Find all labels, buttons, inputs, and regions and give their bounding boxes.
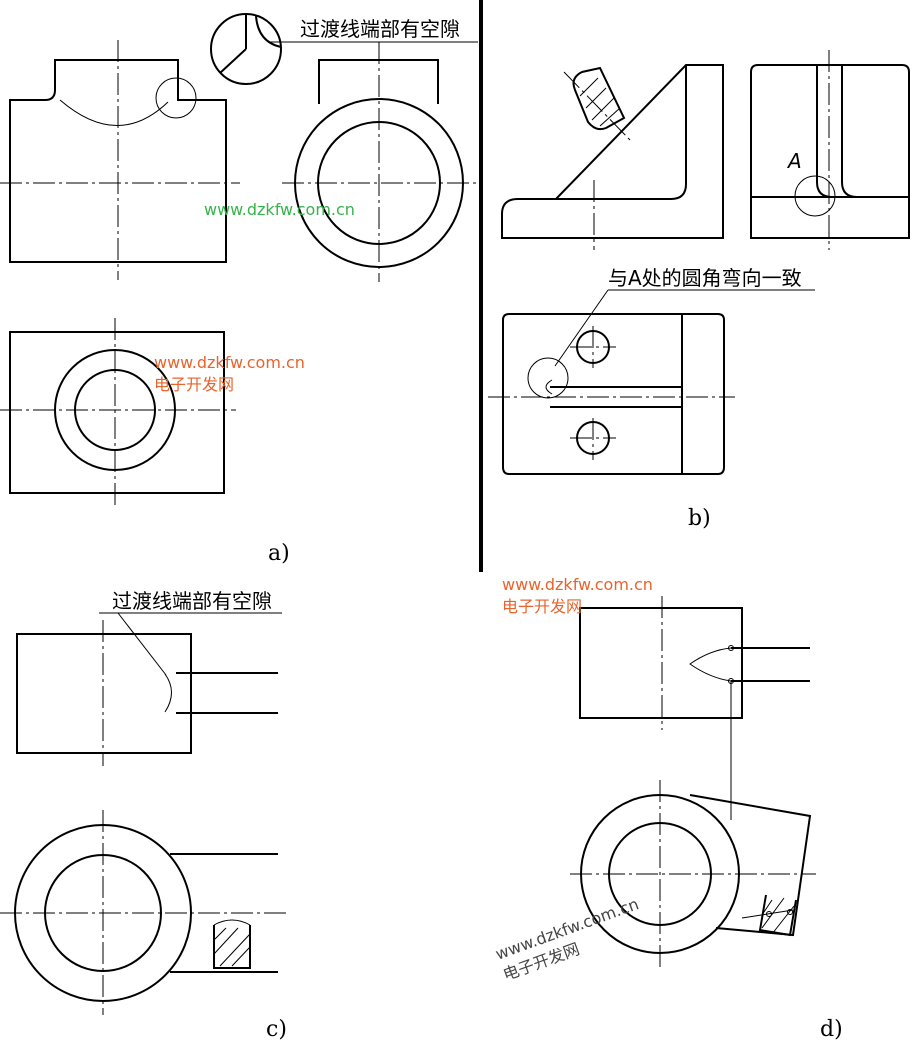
panel-d-front-view bbox=[579, 596, 810, 820]
panel-a-detail-view: 过渡线端部有空隙 bbox=[210, 13, 478, 85]
point-a-label: A bbox=[786, 149, 802, 173]
caption-c: c) bbox=[266, 1017, 287, 1042]
gap-note-c: 过渡线端部有空隙 bbox=[112, 589, 272, 613]
gap-note-a: 过渡线端部有空隙 bbox=[300, 17, 460, 41]
panel-b: A 与A处的圆角弯向一致 b) bbox=[488, 50, 910, 531]
caption-a: a) bbox=[268, 541, 290, 566]
panel-a-top-view bbox=[0, 318, 236, 507]
watermark-name-d: 电子开发网 bbox=[502, 597, 582, 616]
panel-a: 过渡线端部有空隙 a) bbox=[0, 13, 478, 566]
hatched-section bbox=[213, 919, 251, 969]
panel-a-side-view bbox=[282, 42, 476, 282]
panel-c: 过渡线端部有空隙 c) bbox=[0, 589, 290, 1042]
panel-b-top-view bbox=[488, 313, 735, 475]
watermark-url-a: www.dzkfw.com.cn bbox=[154, 353, 305, 372]
panel-d: d) bbox=[570, 596, 843, 1042]
watermark-name-a: 电子开发网 bbox=[154, 375, 234, 394]
detail-circle bbox=[155, 77, 197, 119]
caption-b: b) bbox=[688, 506, 711, 531]
fillet-circle bbox=[527, 357, 569, 399]
hatched-section bbox=[758, 894, 797, 937]
panel-b-side-view: A bbox=[750, 50, 910, 250]
panel-c-top-view bbox=[0, 810, 290, 1015]
watermark-url-green: www.dzkfw.com.cn bbox=[204, 200, 355, 219]
watermark-url-d: www.dzkfw.com.cn bbox=[502, 575, 653, 594]
panel-a-front-view bbox=[0, 40, 240, 280]
point-a-circle bbox=[794, 175, 836, 217]
fillet-note-b: 与A处的圆角弯向一致 bbox=[608, 266, 802, 290]
panel-c-front-view: 过渡线端部有空隙 bbox=[16, 589, 282, 766]
panel-d-top-view bbox=[570, 780, 816, 968]
hatched-section bbox=[572, 66, 626, 131]
caption-d: d) bbox=[820, 1017, 843, 1042]
panel-b-front-view bbox=[501, 64, 724, 250]
